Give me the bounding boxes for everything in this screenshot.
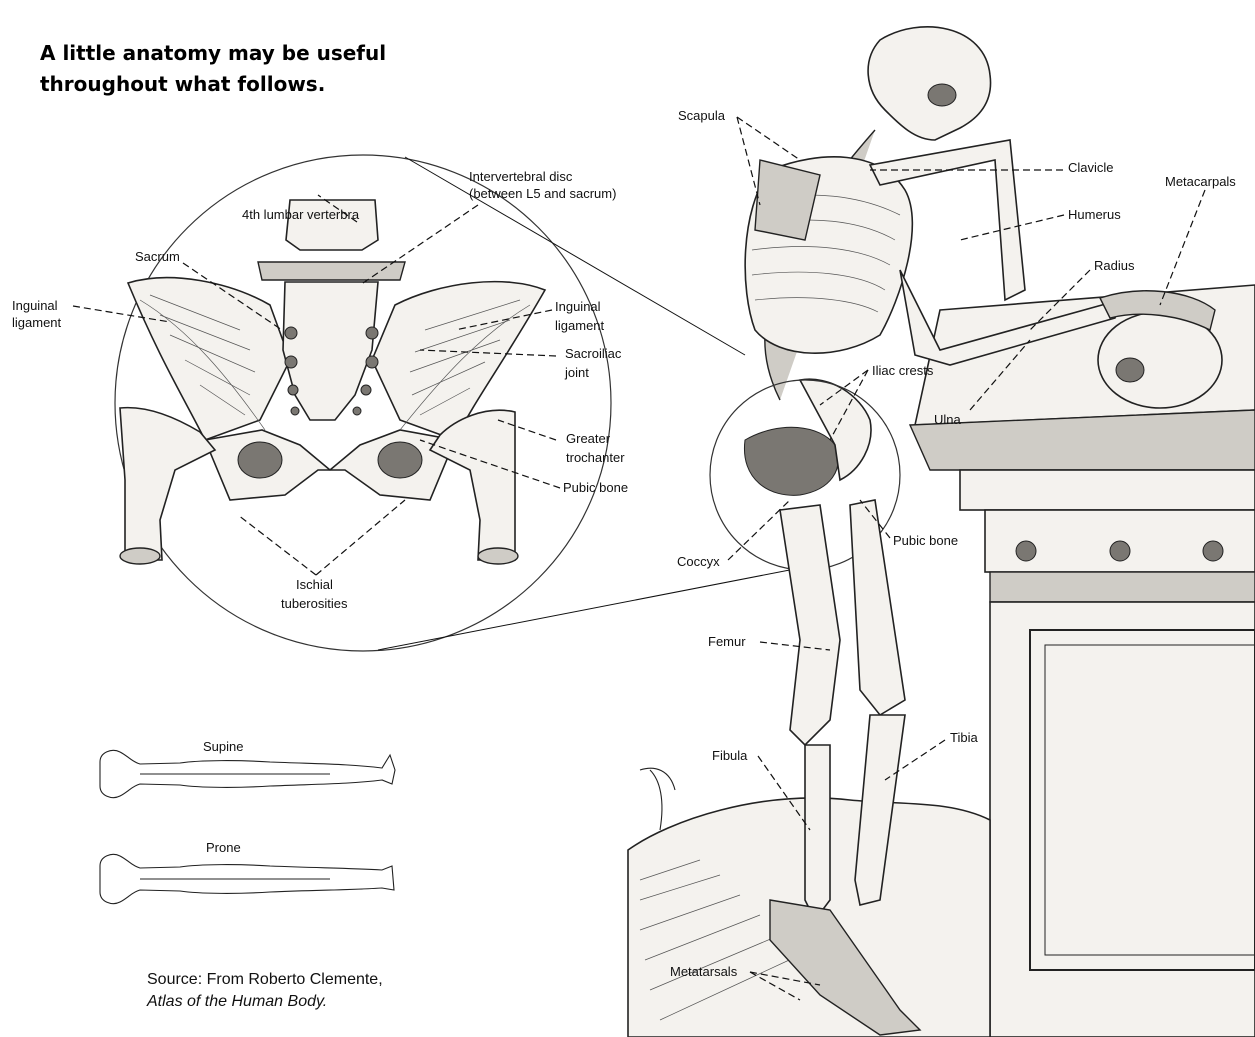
label-disc-2: (between L5 and sacrum) xyxy=(469,186,616,201)
label-radius: Radius xyxy=(1094,258,1135,273)
label-scapula: Scapula xyxy=(678,108,726,123)
source-line-1: Source: From Roberto Clemente, xyxy=(147,969,467,991)
label-pubic-pelvis: Pubic bone xyxy=(563,480,628,495)
pelvis-magnified-view: 4th lumbar verterbra Intervertebral disc… xyxy=(12,155,800,651)
label-supine: Supine xyxy=(203,739,243,754)
label-ischial-1: Ischial xyxy=(296,577,333,592)
source-line-2: Atlas of the Human Body. xyxy=(147,991,467,1013)
label-disc-1: Intervertebral disc xyxy=(469,169,573,184)
source-credit: Source: From Roberto Clemente, Atlas of … xyxy=(147,969,467,1013)
label-tibia: Tibia xyxy=(950,730,978,745)
label-ischial-2: tuberosities xyxy=(281,596,348,611)
label-coccyx: Coccyx xyxy=(677,554,720,569)
label-humerus: Humerus xyxy=(1068,207,1121,222)
label-inguinal-left-2: ligament xyxy=(12,315,62,330)
label-femur: Femur xyxy=(708,634,746,649)
label-pubic-skeleton: Pubic bone xyxy=(893,533,958,548)
supine-figure: Supine xyxy=(100,739,395,798)
leader-metacarpals xyxy=(1160,190,1205,305)
skeleton-scene: Scapula Clavicle Metacarpals Humerus Rad… xyxy=(628,27,1255,1037)
label-clavicle: Clavicle xyxy=(1068,160,1114,175)
label-metacarpals: Metacarpals xyxy=(1165,174,1236,189)
leader-coccyx xyxy=(728,500,790,560)
label-sacroiliac-1: Sacroiliac xyxy=(565,346,622,361)
label-inguinal-right-2: ligament xyxy=(555,318,605,333)
label-inguinal-left-1: Inguinal xyxy=(12,298,58,313)
label-ulna: Ulna xyxy=(934,412,962,427)
label-greater-1: Greater xyxy=(566,431,611,446)
label-fibula: Fibula xyxy=(712,748,748,763)
label-lumbar: 4th lumbar verterbra xyxy=(242,207,360,222)
label-inguinal-right-1: Inguinal xyxy=(555,299,601,314)
label-metatarsals: Metatarsals xyxy=(670,964,738,979)
prone-figure: Prone xyxy=(100,840,394,904)
label-greater-2: trochanter xyxy=(566,450,625,465)
label-prone: Prone xyxy=(206,840,241,855)
label-sacrum: Sacrum xyxy=(135,249,180,264)
label-sacroiliac-2: joint xyxy=(564,365,589,380)
label-iliac: Iliac crests xyxy=(872,363,934,378)
